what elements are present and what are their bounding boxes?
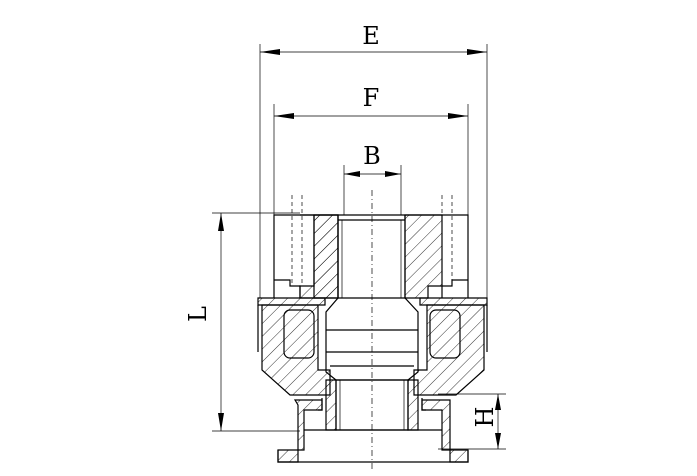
washer-plate [257, 297, 488, 352]
dimension-label-f: F [363, 84, 380, 112]
dimension-label-b: B [363, 142, 381, 170]
dimension-label-l: L [184, 306, 212, 322]
dimension-f: F [273, 84, 469, 215]
dimension-label-h: H [471, 407, 499, 428]
lower-body [277, 379, 469, 463]
dimension-label-e: E [362, 22, 380, 50]
middle-body [261, 297, 485, 396]
dimension-e: E [259, 22, 488, 298]
upper-body [273, 195, 469, 299]
dimension-b: B [343, 142, 402, 215]
dimension-l: L [184, 212, 300, 432]
